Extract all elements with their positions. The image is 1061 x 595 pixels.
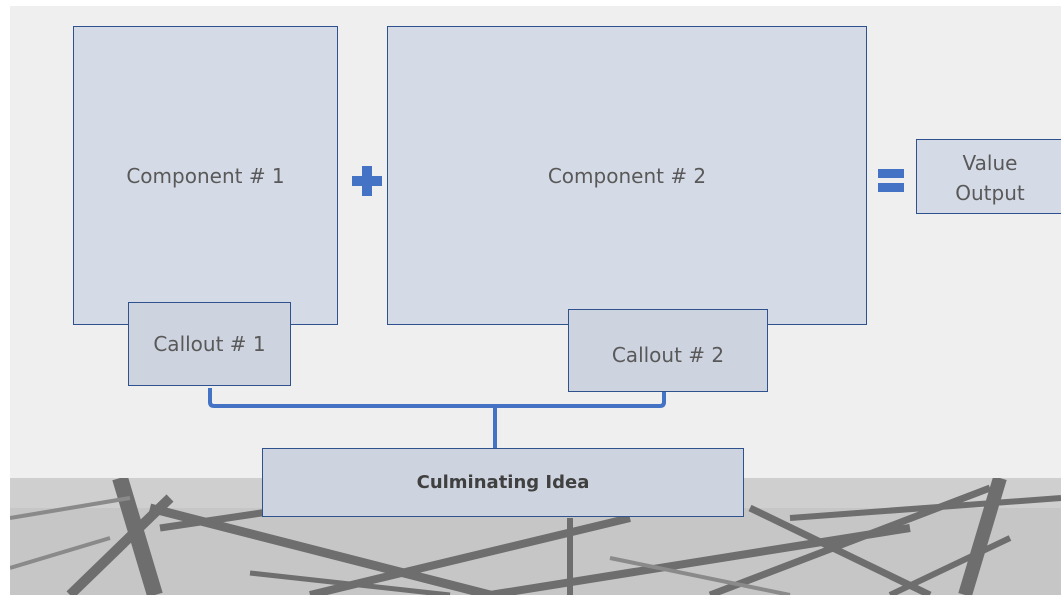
component-2-label: Component # 2 (547, 163, 707, 188)
bracket-connector (208, 388, 666, 448)
plus-icon (352, 166, 382, 196)
callout-1-label: Callout # 1 (153, 332, 266, 356)
equals-icon (878, 169, 904, 192)
slide-canvas: Component # 1 Component # 2 Value Output… (10, 6, 1061, 595)
component-1-label: Component # 1 (126, 163, 285, 188)
value-output-label: Value Output (955, 150, 1025, 205)
culminating-idea-box: Culminating Idea (262, 448, 744, 517)
callout-2-label: Callout # 2 (611, 342, 725, 367)
top-margin (0, 0, 1061, 6)
callout-2-box: Callout # 2 (568, 309, 768, 392)
component-1-box: Component # 1 (73, 26, 338, 325)
component-2-box: Component # 2 (387, 26, 867, 325)
value-output-box: Value Output (916, 139, 1061, 214)
callout-1-box: Callout # 1 (128, 302, 291, 386)
culminating-idea-label: Culminating Idea (416, 472, 590, 493)
